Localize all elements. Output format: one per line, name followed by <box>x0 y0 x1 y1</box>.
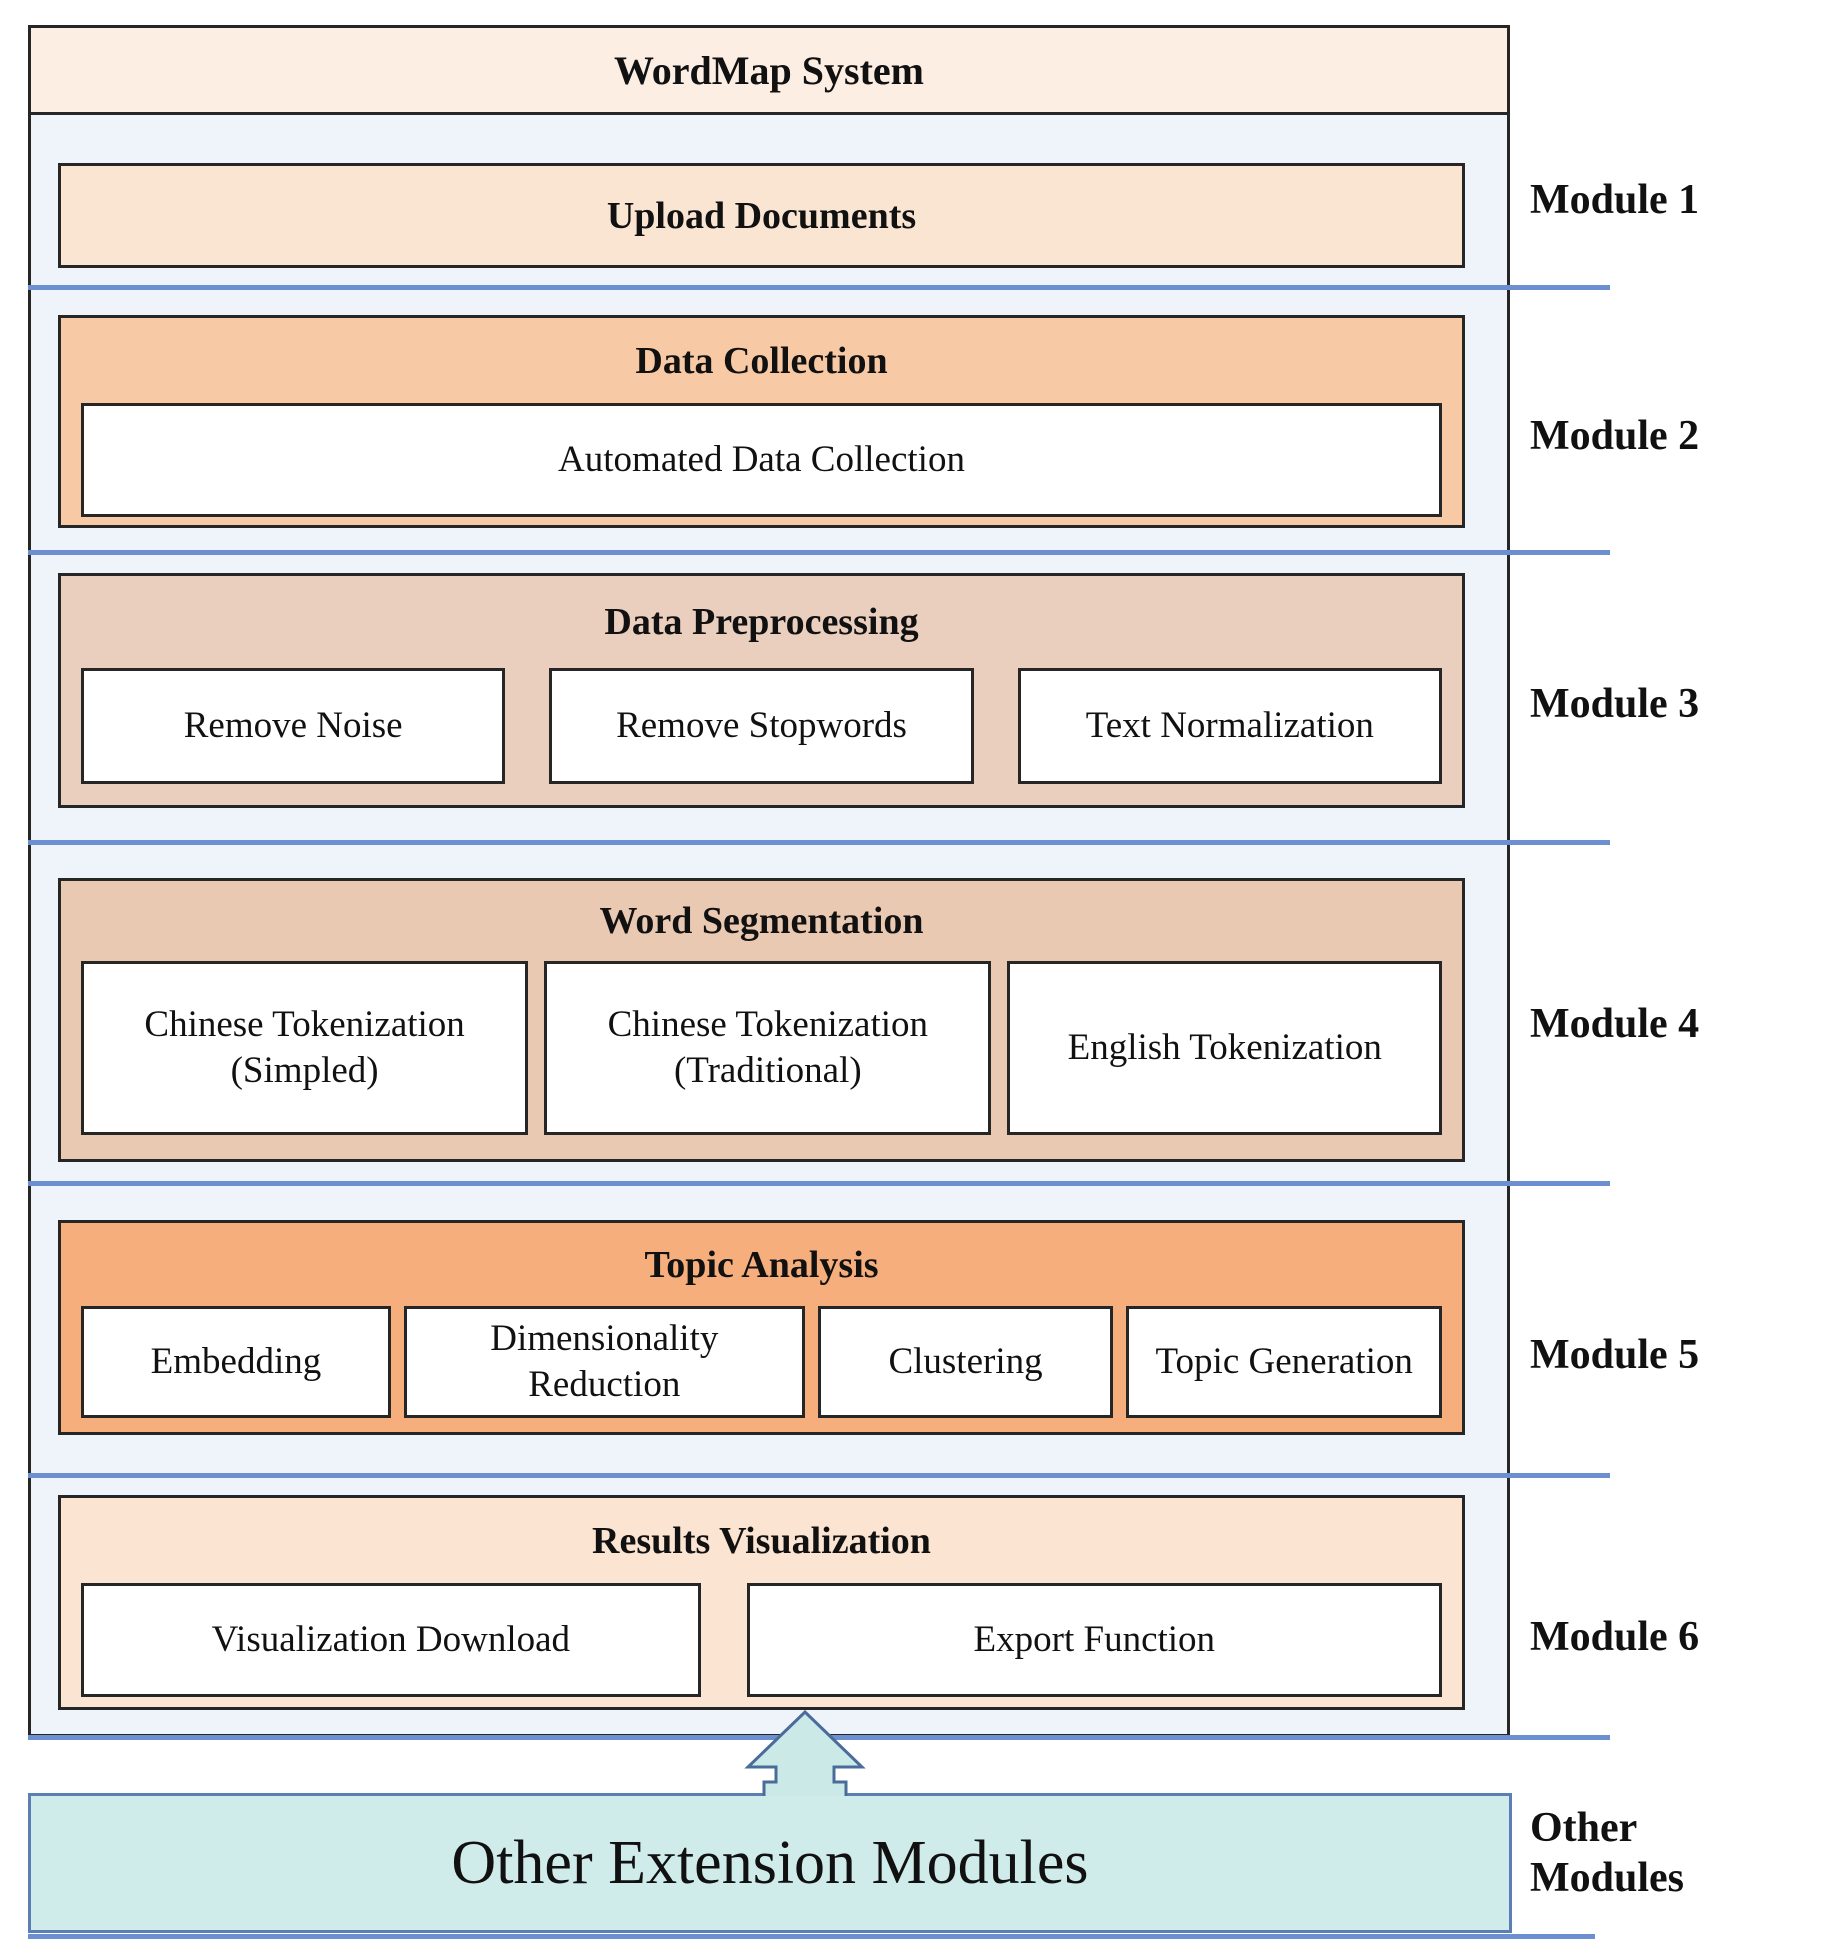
module-6-label: Module 6 <box>1530 1614 1700 1660</box>
module-data-preprocessing: Data Preprocessing Remove Noise Remove S… <box>58 573 1465 808</box>
word-segmentation-title: Word Segmentation <box>599 900 924 942</box>
system-title-bar: WordMap System <box>31 28 1507 115</box>
results-visualization-items: Visualization Download Export Function <box>81 1583 1442 1697</box>
export-function-box: Export Function <box>746 1583 1442 1697</box>
module-divider-line-3 <box>28 840 1610 845</box>
upload-documents-title: Upload Documents <box>606 194 917 237</box>
dimensionality-reduction-box: Dimensionality Reduction <box>403 1306 805 1418</box>
module-1-label: Module 1 <box>1530 177 1700 223</box>
remove-noise-box: Remove Noise <box>81 668 506 784</box>
visualization-download-box: Visualization Download <box>81 1583 701 1697</box>
system-container: WordMap System Upload Documents Data Col… <box>28 25 1510 1737</box>
data-collection-items: Automated Data Collection <box>81 403 1442 517</box>
module-data-collection: Data Collection Automated Data Collectio… <box>58 315 1465 528</box>
system-title: WordMap System <box>614 47 924 93</box>
module-divider-line-2 <box>28 550 1610 555</box>
module-4-label: Module 4 <box>1530 1001 1700 1047</box>
data-collection-title: Data Collection <box>635 339 888 382</box>
data-preprocessing-title: Data Preprocessing <box>604 601 919 643</box>
up-arrow-icon <box>744 1710 866 1796</box>
data-preprocessing-items: Remove Noise Remove Stopwords Text Norma… <box>81 668 1442 784</box>
topic-analysis-title: Topic Analysis <box>644 1243 879 1286</box>
module-divider-line-4 <box>28 1181 1610 1186</box>
module-2-label: Module 2 <box>1530 413 1700 459</box>
results-visualization-title: Results Visualization <box>592 1519 931 1562</box>
other-modules-label: Other Modules <box>1530 1805 1685 1901</box>
clustering-box: Clustering <box>817 1306 1114 1418</box>
module-divider-line-5 <box>28 1473 1610 1478</box>
module-divider-line-1 <box>28 285 1610 290</box>
module-upload-documents: Upload Documents <box>58 163 1465 268</box>
english-tokenization-box: English Tokenization <box>1007 961 1443 1135</box>
text-normalization-box: Text Normalization <box>1017 668 1442 784</box>
chinese-tokenization-traditional-box: Chinese Tokenization (Traditional) <box>544 961 992 1135</box>
module-results-visualization: Results Visualization Visualization Down… <box>58 1495 1465 1710</box>
module-topic-analysis: Topic Analysis Embedding Dimensionality … <box>58 1220 1465 1435</box>
chinese-tokenization-simplified-box: Chinese Tokenization (Simpled) <box>81 961 529 1135</box>
other-extension-modules-title: Other Extension Modules <box>451 1828 1089 1897</box>
module-word-segmentation: Word Segmentation Chinese Tokenization (… <box>58 878 1465 1162</box>
topic-analysis-items: Embedding Dimensionality Reduction Clust… <box>81 1306 1442 1418</box>
word-segmentation-items: Chinese Tokenization (Simpled) Chinese T… <box>81 961 1443 1135</box>
remove-stopwords-box: Remove Stopwords <box>549 668 974 784</box>
topic-generation-box: Topic Generation <box>1126 1306 1442 1418</box>
embedding-box: Embedding <box>81 1306 391 1418</box>
module-3-label: Module 3 <box>1530 681 1700 727</box>
automated-data-collection-box: Automated Data Collection <box>81 403 1442 517</box>
other-extension-modules-box: Other Extension Modules <box>28 1793 1512 1933</box>
module-5-label: Module 5 <box>1530 1332 1700 1378</box>
module-divider-line-7 <box>28 1934 1595 1939</box>
